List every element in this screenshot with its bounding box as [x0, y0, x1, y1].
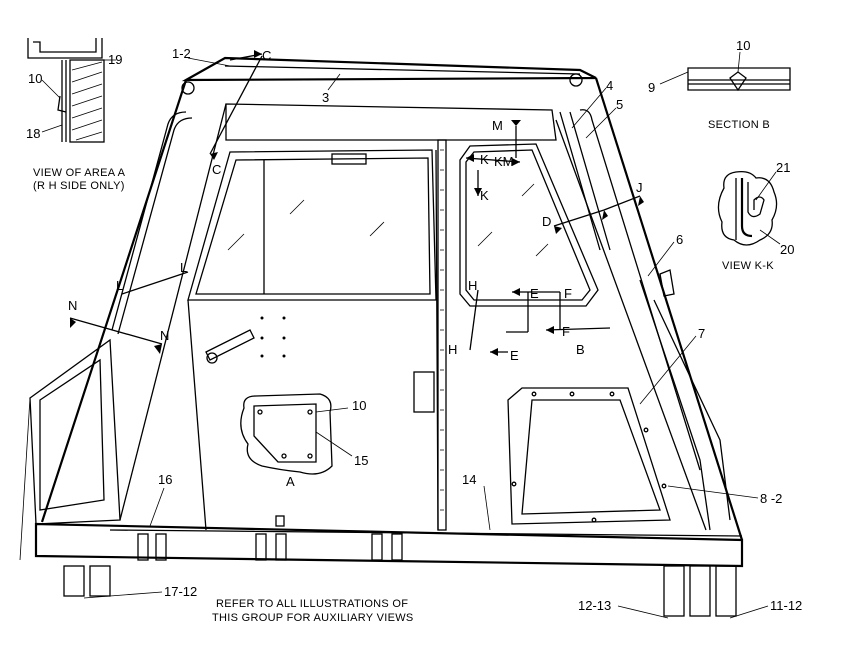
- lower-window: [507, 387, 671, 525]
- label-17-12: 17-12: [164, 584, 197, 599]
- label-4: 4: [606, 78, 613, 93]
- label-15: 15: [354, 453, 368, 468]
- label-l-1: L: [116, 278, 123, 293]
- area-a-cutaway: [240, 393, 333, 475]
- label-7: 7: [698, 326, 705, 341]
- door-hinge: [437, 139, 447, 531]
- lifting-eye-right: [569, 73, 583, 87]
- door-lock-bracket: [413, 371, 435, 413]
- label-h-2: H: [448, 342, 457, 357]
- cab-body: [19, 56, 744, 568]
- label-e-2: E: [510, 348, 519, 363]
- label-21: 21: [776, 160, 790, 175]
- mount-left-1: [63, 565, 85, 597]
- label-19: 19: [108, 52, 122, 67]
- mount-right-3: [715, 565, 737, 617]
- label-f-2: F: [562, 324, 570, 339]
- label-6: 6: [676, 232, 683, 247]
- label-n-mid: N: [160, 328, 169, 343]
- caption-section-b: SECTION B: [708, 119, 770, 131]
- label-9: 9: [648, 80, 655, 95]
- label-20: 20: [780, 242, 794, 257]
- base-frame: [34, 522, 744, 568]
- label-11-12: 11-12: [770, 598, 802, 613]
- label-b: B: [576, 342, 585, 357]
- right-handrail: [559, 111, 611, 251]
- label-12-13: 12-13: [578, 598, 611, 613]
- label-10-area-a: 10: [28, 71, 42, 86]
- section-b-inset: 9 10 SECTION B: [648, 38, 791, 131]
- label-a: A: [286, 474, 295, 489]
- label-d: D: [542, 214, 551, 229]
- caption-view-kk: VIEW K-K: [722, 260, 774, 272]
- door-window: [187, 149, 437, 301]
- label-1-2: 1-2: [172, 46, 191, 61]
- caption-rh-side-only: (R H SIDE ONLY): [33, 180, 125, 192]
- label-c-top: C: [262, 48, 271, 63]
- left-slant-edge: [40, 79, 188, 523]
- mount-right-2: [689, 565, 711, 617]
- label-16: 16: [158, 472, 172, 487]
- view-kk-inset: 21 20 VIEW K-K: [717, 160, 794, 272]
- label-14: 14: [462, 472, 476, 487]
- label-n-left: N: [68, 298, 77, 313]
- door-handle: [205, 329, 255, 361]
- label-m: M: [492, 118, 503, 133]
- label-5: 5: [616, 97, 623, 112]
- door-latch: [331, 153, 367, 165]
- front-window: [459, 143, 599, 307]
- label-e-1: E: [530, 286, 539, 301]
- label-j: J: [636, 180, 643, 195]
- label-k-1: K: [480, 152, 489, 167]
- label-3: 3: [322, 90, 329, 105]
- view-area-a-inset: 19 10 18 VIEW OF AREA A (R H SIDE ONLY): [26, 38, 126, 192]
- label-18: 18: [26, 126, 40, 141]
- right-slant-edge: [594, 77, 744, 541]
- label-l-2: L: [180, 260, 187, 275]
- view-arrows: [69, 50, 644, 356]
- label-km: KM: [494, 154, 514, 169]
- right-frame-rail: [579, 109, 701, 471]
- roof: [181, 56, 597, 82]
- label-f-1: F: [564, 286, 572, 301]
- label-8-2: 8 -2: [760, 491, 782, 506]
- section-block: [69, 59, 105, 143]
- note-refer-line-2: THIS GROUP FOR AUXILIARY VIEWS: [212, 612, 414, 624]
- caption-view-area-a: VIEW OF AREA A: [33, 167, 126, 179]
- label-10-section-b: 10: [736, 38, 750, 53]
- mounts: [63, 515, 737, 617]
- label-c-left: C: [212, 162, 221, 177]
- note-refer-line-1: REFER TO ALL ILLUSTRATIONS OF: [216, 598, 408, 610]
- leader-lines: [83, 57, 769, 619]
- label-10-door: 10: [352, 398, 366, 413]
- cover-plate: [253, 403, 317, 463]
- label-h-1: H: [468, 278, 477, 293]
- door: [187, 139, 447, 531]
- mount-left-2: [89, 565, 111, 597]
- label-k-2: K: [480, 188, 489, 203]
- left-handrail: [111, 111, 187, 331]
- mount-right-1: [663, 565, 685, 617]
- lifting-eye-left: [181, 81, 195, 95]
